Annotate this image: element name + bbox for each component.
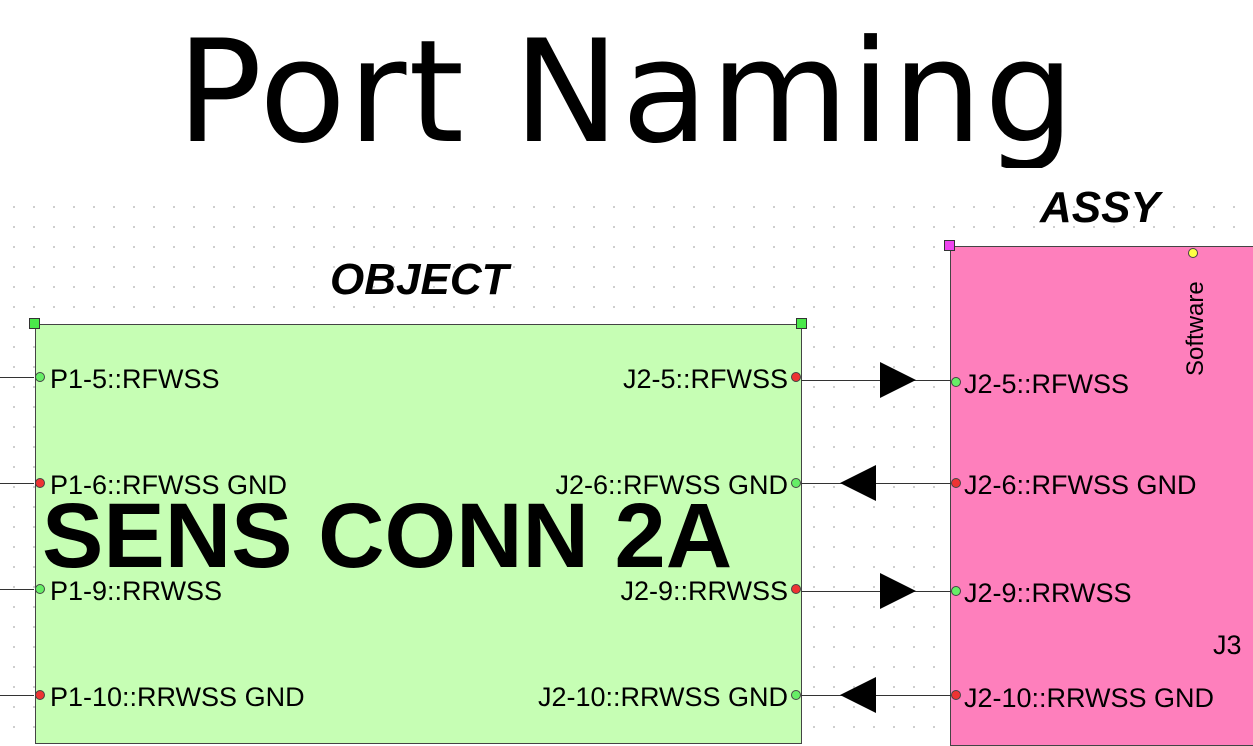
assy-pin[interactable] [951,586,961,596]
object-block-label: OBJECT [330,255,509,304]
input-wire[interactable] [0,483,34,484]
assy-block[interactable] [950,246,1253,746]
object-right-pin[interactable] [791,372,801,382]
flow-arrow-left-icon [840,677,876,713]
object-left-pin[interactable] [35,478,45,488]
object-right-port-label: J2-5::RFWSS [622,364,788,394]
assy-software-label: Software [1182,281,1209,376]
object-left-pin[interactable] [35,584,45,594]
flow-arrow-right-icon [880,573,916,609]
assy-resize-handle-top-left[interactable] [944,240,955,251]
flow-arrow-right-icon [880,362,916,398]
flow-arrow-left-icon [840,465,876,501]
object-block-name: SENS CONN 2A [42,485,733,587]
assy-pin[interactable] [951,478,961,488]
assy-software-pin[interactable] [1188,248,1198,258]
assy-block-label: ASSY [1040,183,1160,232]
input-wire[interactable] [0,589,34,590]
assy-port-label: J2-10::RRWSS GND [964,683,1215,713]
input-wire[interactable] [0,377,34,378]
connection-wire[interactable] [801,591,951,592]
assy-pin[interactable] [951,690,961,700]
object-left-port-label: P1-9::RRWSS [50,576,223,606]
object-right-port-label: J2-9::RRWSS [620,576,788,606]
object-right-pin[interactable] [791,690,801,700]
connection-wire[interactable] [801,483,951,484]
object-right-port-label: J2-6::RFWSS GND [555,470,788,500]
assy-clipped-port-label: J3 [1213,630,1242,660]
assy-port-label: J2-6::RFWSS GND [964,470,1197,500]
object-left-port-label: P1-6::RFWSS GND [50,470,288,500]
assy-port-label: J2-9::RRWSS [964,578,1132,608]
object-resize-handle-top-right[interactable] [796,318,807,329]
input-wire[interactable] [0,695,34,696]
assy-port-label: J2-5::RFWSS [964,369,1130,399]
object-left-pin[interactable] [35,690,45,700]
object-right-port-label: J2-10::RRWSS GND [537,682,788,712]
object-right-pin[interactable] [791,584,801,594]
object-right-pin[interactable] [791,478,801,488]
object-left-pin[interactable] [35,372,45,382]
assy-pin[interactable] [951,377,961,387]
connection-wire[interactable] [801,695,951,696]
connection-wire[interactable] [801,380,951,381]
object-left-port-label: P1-10::RRWSS GND [50,682,305,712]
object-left-port-label: P1-5::RFWSS [50,364,220,394]
slide-title: Port Naming [176,18,1077,168]
object-resize-handle-top-left[interactable] [29,318,40,329]
